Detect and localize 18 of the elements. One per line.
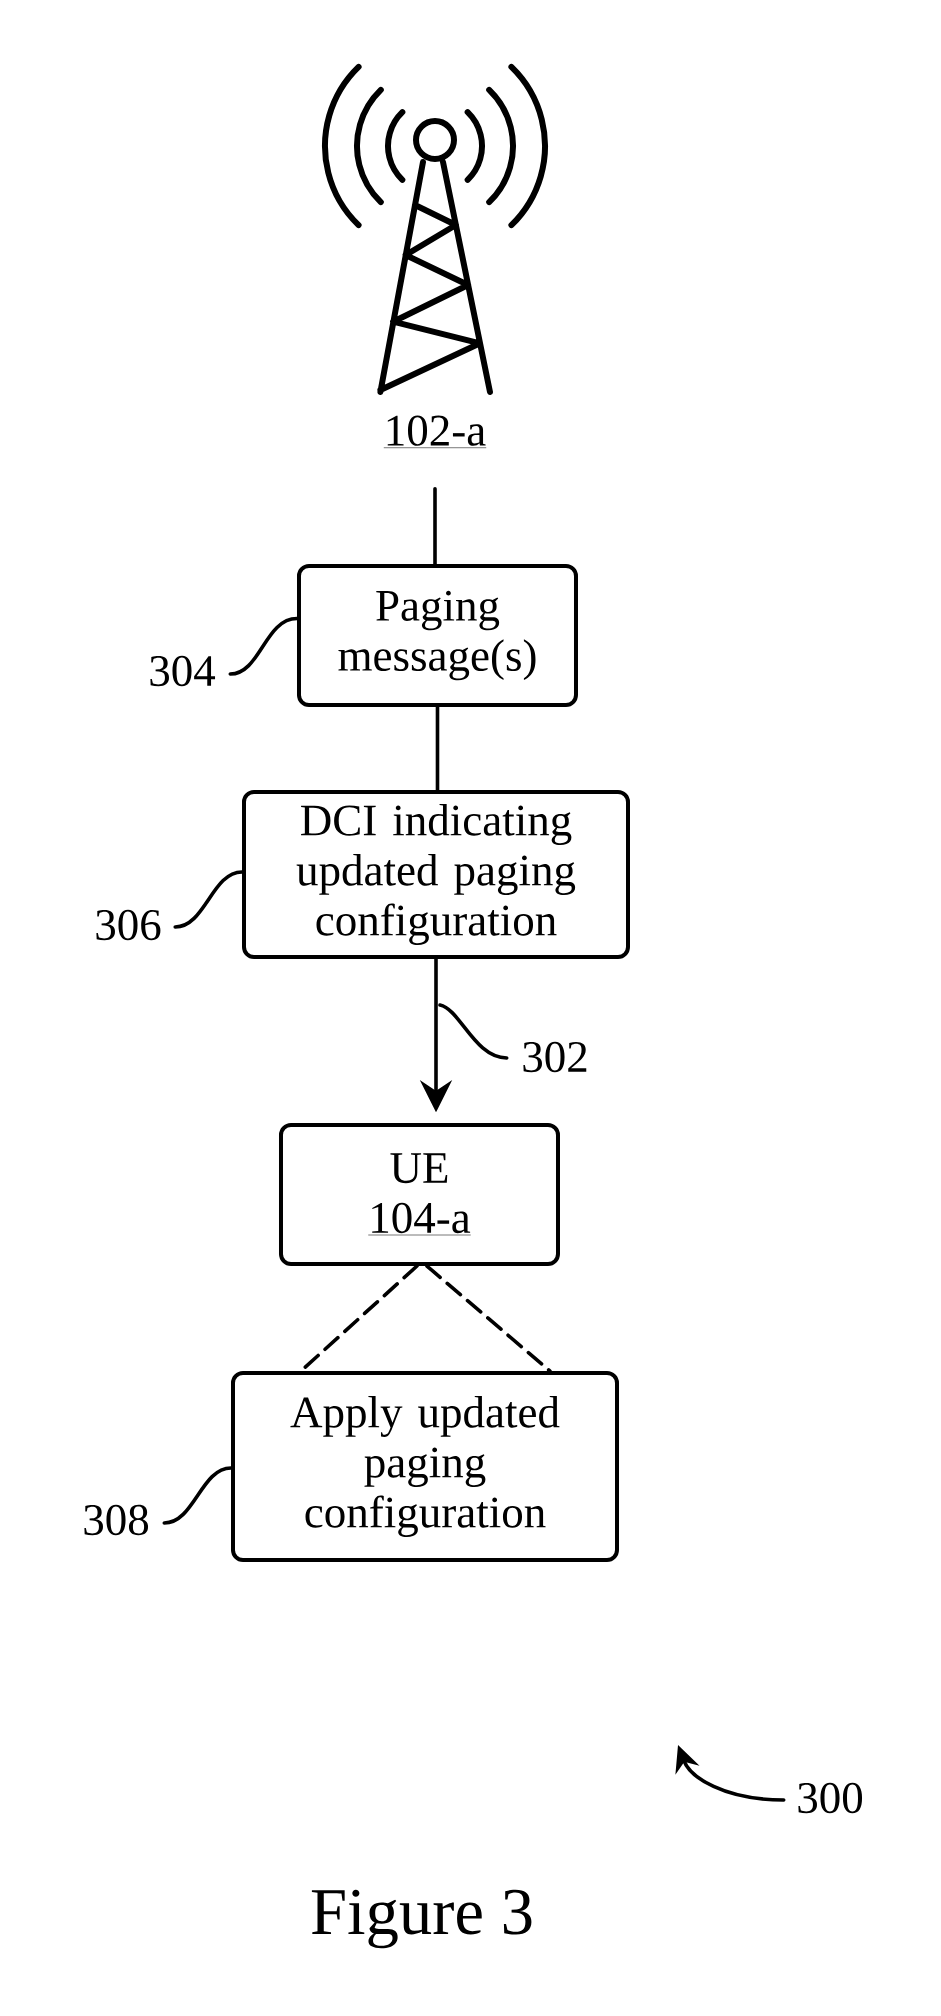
process-box: Apply updated paging configuration bbox=[231, 1371, 619, 1562]
leader-line bbox=[438, 1003, 509, 1060]
reference-label: 102-a bbox=[383, 415, 487, 448]
figure-caption: Figure 3 bbox=[311, 1889, 532, 1949]
leader-line bbox=[162, 1466, 233, 1525]
dashed-line bbox=[425, 1264, 552, 1373]
process-box: DCI indicating updated paging configuration bbox=[242, 790, 630, 959]
leader-line bbox=[173, 870, 244, 929]
callout-number: 306 bbox=[96, 909, 161, 941]
callout-number: 302 bbox=[523, 1041, 587, 1073]
connector-line bbox=[435, 705, 440, 792]
connector-line bbox=[433, 487, 437, 566]
device-box: UE 104-a bbox=[279, 1123, 560, 1266]
callout-number: 304 bbox=[150, 655, 216, 687]
process-box: Paging message(s) bbox=[297, 564, 578, 707]
callout-number: 308 bbox=[84, 1504, 149, 1536]
leader-line bbox=[228, 616, 299, 676]
callout-number: 300 bbox=[798, 1782, 863, 1814]
